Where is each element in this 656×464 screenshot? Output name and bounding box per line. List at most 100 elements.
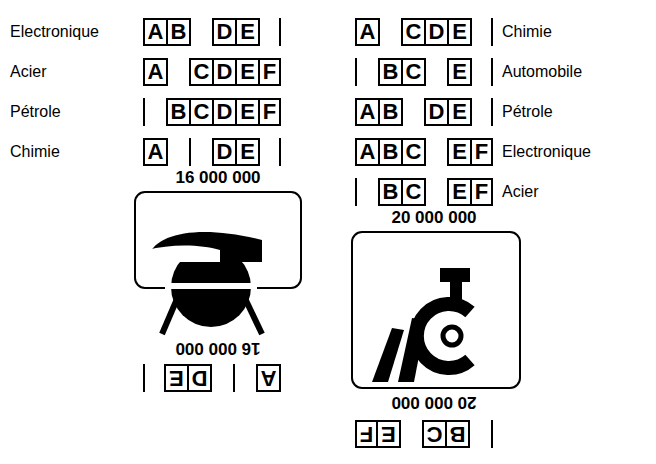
grid-cell: C — [189, 98, 212, 126]
grid-letter: C — [406, 181, 422, 203]
grid-letter: E — [381, 423, 396, 445]
letter-grid: BC EF — [355, 420, 493, 448]
grid-cell — [424, 58, 447, 86]
letter-grid: BCDEF — [143, 98, 281, 126]
grid-cell: A — [355, 18, 378, 46]
letter-grid: A CDEF — [143, 58, 281, 86]
grid-letter: C — [406, 141, 422, 163]
grid-cell: A — [143, 138, 166, 166]
letter-grid: BC E — [355, 58, 493, 86]
grid-cell: B — [447, 420, 470, 448]
grid-letter: D — [192, 367, 208, 389]
grid-cell: A — [258, 364, 281, 392]
grid-cell: A — [143, 18, 166, 46]
grid-cell: F — [470, 178, 493, 206]
grid-letter: B — [450, 423, 466, 445]
grid-cell: E — [166, 364, 189, 392]
grid-letter: B — [383, 101, 399, 123]
grid-cell — [143, 364, 166, 392]
grid-cell: E — [235, 98, 258, 126]
grid-cell: E — [378, 420, 401, 448]
grid-cell — [212, 364, 235, 392]
grid-letter: E — [452, 141, 467, 163]
letter-grid: AB DE — [143, 18, 281, 46]
grid-letter: D — [217, 61, 233, 83]
card-value: 20 000 000 — [391, 208, 476, 228]
grid-cell — [189, 18, 212, 46]
grid-letter: C — [406, 21, 422, 43]
grid-letter: C — [194, 101, 210, 123]
grid-cell: B — [378, 98, 401, 126]
grid-cell — [235, 364, 258, 392]
grid-letter: C — [406, 61, 422, 83]
grid-cell — [355, 58, 378, 86]
grid-cell — [401, 98, 424, 126]
grid-cell — [470, 58, 493, 86]
grid-letter: B — [171, 21, 187, 43]
industry-label: Chimie — [502, 18, 552, 46]
letter-grid: ABCEF — [355, 138, 493, 166]
grid-letter: F — [475, 181, 488, 203]
grid-letter: A — [360, 101, 376, 123]
grid-letter: A — [360, 21, 376, 43]
grid-cell: D — [424, 18, 447, 46]
grid-cell: F — [470, 138, 493, 166]
grid-cell: E — [447, 178, 470, 206]
card-value: 16 000 000 — [175, 168, 260, 188]
picture-frame — [352, 232, 520, 388]
grid-letter: D — [217, 101, 233, 123]
hook-machine — [372, 268, 470, 382]
grid-letter: E — [240, 21, 255, 43]
grid-cell: B — [166, 18, 189, 46]
drum-machine — [147, 232, 262, 334]
grid-cell — [166, 138, 189, 166]
industry-label: Acier — [10, 58, 46, 86]
grid-letter: A — [360, 141, 376, 163]
grid-letter: C — [427, 423, 443, 445]
card-value: 16 000 000 — [175, 338, 260, 358]
grid-cell: C — [424, 420, 447, 448]
letter-grid: A CDE — [355, 18, 493, 46]
grid-cell: C — [401, 18, 424, 46]
grid-cell — [401, 420, 424, 448]
grid-cell: C — [401, 178, 424, 206]
grid-letter: F — [360, 423, 373, 445]
grid-cell — [355, 178, 378, 206]
grid-cell — [143, 98, 166, 126]
grid-cell: E — [235, 138, 258, 166]
grid-cell: D — [189, 364, 212, 392]
grid-cell: F — [355, 420, 378, 448]
grid-cell: E — [447, 58, 470, 86]
grid-letter: C — [194, 61, 210, 83]
grid-cell: C — [401, 58, 424, 86]
industry-label: Chimie — [10, 138, 60, 166]
grid-letter: F — [263, 61, 276, 83]
grid-cell: D — [212, 18, 235, 46]
grid-letter: D — [429, 21, 445, 43]
grid-cell: D — [424, 98, 447, 126]
grid-letter: B — [383, 61, 399, 83]
letter-grid: A DE — [143, 138, 281, 166]
grid-letter: E — [452, 101, 467, 123]
grid-letter: E — [240, 141, 255, 163]
grid-letter: A — [148, 61, 164, 83]
grid-cell — [258, 18, 281, 46]
grid-cell: E — [447, 138, 470, 166]
grid-letter: D — [429, 101, 445, 123]
grid-letter: A — [261, 367, 277, 389]
grid-letter: F — [263, 101, 276, 123]
grid-cell — [378, 18, 401, 46]
card-value: 20 000 000 — [391, 392, 476, 412]
grid-cell: A — [355, 98, 378, 126]
grid-cell: D — [212, 138, 235, 166]
grid-cell: A — [143, 58, 166, 86]
grid-letter: B — [383, 181, 399, 203]
grid-letter: E — [240, 61, 255, 83]
grid-letter: D — [217, 141, 233, 163]
grid-cell: A — [355, 138, 378, 166]
industry-label: Automobile — [502, 58, 582, 86]
grid-cell: E — [235, 58, 258, 86]
letter-grid: AB DE — [355, 98, 493, 126]
grid-cell: E — [447, 18, 470, 46]
grid-cell: B — [378, 178, 401, 206]
